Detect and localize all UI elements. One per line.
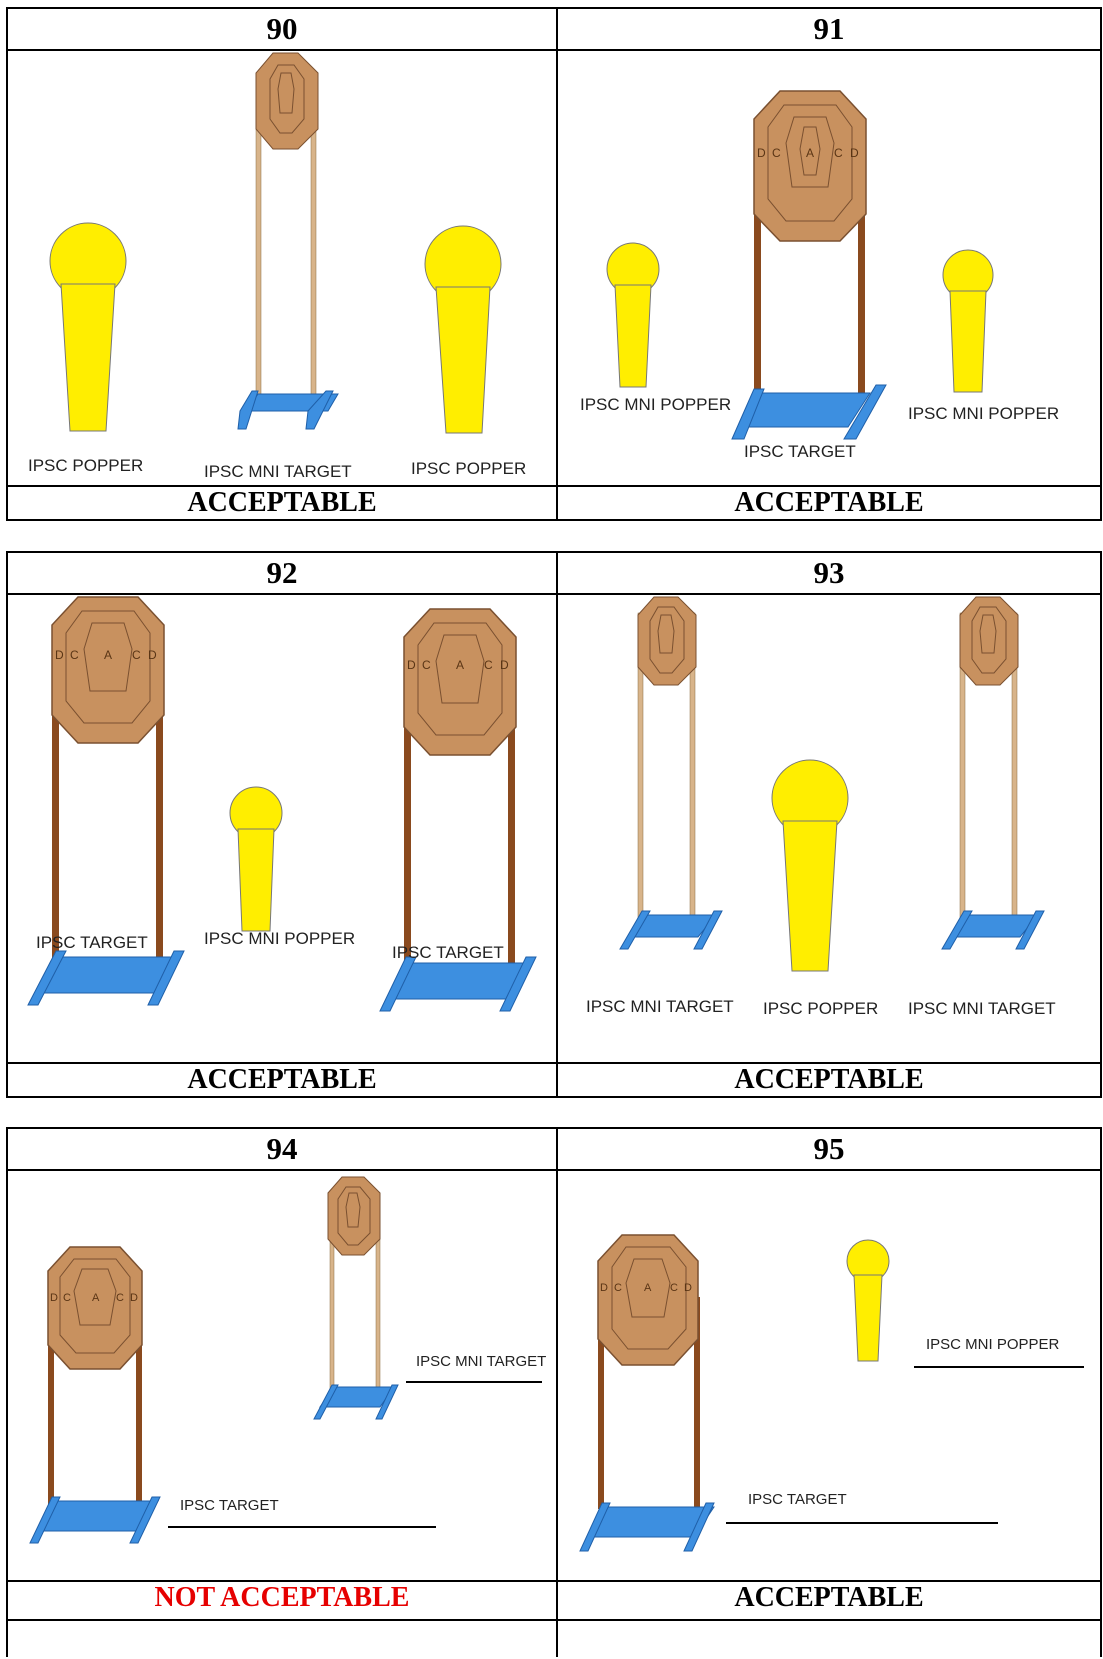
svg-text:A: A [644,1282,652,1294]
svg-text:A: A [456,658,464,672]
scenario-92: 92 D C A C D [8,553,556,1096]
figure-label: IPSC MNI POPPER [908,404,1059,424]
ipsc-target-figure: D C A C D [732,91,886,439]
ipsc-popper-figure [425,226,501,433]
ipsc-mni-popper-figure [943,250,993,392]
ipsc-mni-popper-figure [607,243,659,387]
figure-label: IPSC TARGET [392,943,504,963]
scenario-table-90-91: 90 IPS [6,7,1102,521]
scenario-95-drawing: D C A C D [558,1129,1100,1580]
scenario-93: 93 [558,553,1100,1096]
svg-text:D: D [130,1292,138,1304]
figure-label: IPSC MNI POPPER [926,1336,1059,1353]
svg-text:D: D [600,1282,608,1294]
scenario-table-92-93: 92 D C A C D [6,551,1102,1098]
svg-text:C: C [422,658,431,672]
ipsc-popper-figure [772,760,848,971]
zone-letter: C [834,146,843,160]
scenario-91: 91 D C A C D [558,9,1100,519]
svg-text:D: D [684,1282,692,1294]
figure-label: IPSC POPPER [411,459,526,479]
ipsc-mni-popper-figure [847,1240,889,1361]
svg-text:C: C [484,658,493,672]
svg-text:C: C [63,1292,71,1304]
scenario-92-drawing: D C A C D D C A C [8,553,556,1062]
svg-text:D: D [148,648,157,662]
figure-label: IPSC TARGET [748,1491,847,1508]
scenario-95: 95 D C A C D I [558,1129,1100,1659]
zone-letter: D [757,146,766,160]
svg-text:A: A [104,648,112,662]
zone-letter: D [850,146,859,160]
verdict-label: ACCEPTABLE [558,487,1100,519]
figure-label: IPSC MNI POPPER [580,395,731,415]
figure-label: IPSC TARGET [180,1497,279,1514]
figure-label: IPSC MNI TARGET [204,462,352,482]
svg-text:C: C [70,648,79,662]
ipsc-mni-popper-figure [230,787,282,931]
svg-text:D: D [407,658,416,672]
verdict-label: ACCEPTABLE [558,1582,1100,1614]
svg-text:D: D [50,1292,58,1304]
svg-text:A: A [92,1292,100,1304]
scenario-90: 90 IPS [8,9,556,519]
scenario-93-drawing [558,553,1100,1062]
svg-text:D: D [55,648,64,662]
svg-text:C: C [132,648,141,662]
verdict-label: NOT ACCEPTABLE [8,1582,556,1614]
verdict-label: ACCEPTABLE [8,1064,556,1096]
ipsc-popper-figure [50,223,126,431]
figure-label: IPSC TARGET [36,933,148,953]
scenario-table-94-95: 94 D C A C D [6,1127,1102,1657]
svg-text:C: C [614,1282,622,1294]
figure-label: IPSC MNI TARGET [586,997,734,1017]
verdict-label: ACCEPTABLE [8,487,556,519]
figure-label: IPSC POPPER [763,999,878,1019]
ipsc-mni-target-figure [238,53,338,429]
ipsc-mni-target-figure [620,597,722,949]
ipsc-mni-target-figure [314,1177,398,1419]
svg-text:D: D [500,658,509,672]
ipsc-target-figure: D C A C D [580,1235,714,1551]
figure-label: IPSC MNI TARGET [416,1353,546,1370]
ipsc-target-figure: D C A C D [30,1247,160,1543]
verdict-label: ACCEPTABLE [558,1064,1100,1096]
scenario-94: 94 D C A C D [8,1129,556,1659]
svg-text:C: C [116,1292,124,1304]
zone-letter: C [772,146,781,160]
svg-text:C: C [670,1282,678,1294]
scenario-90-drawing [8,9,556,485]
figure-label: IPSC TARGET [744,442,856,462]
figure-label: IPSC MNI POPPER [204,929,355,949]
zone-letter: A [806,146,814,160]
ipsc-mni-target-figure [942,597,1044,949]
figure-label: IPSC MNI TARGET [908,999,1056,1019]
figure-label: IPSC POPPER [28,456,143,476]
